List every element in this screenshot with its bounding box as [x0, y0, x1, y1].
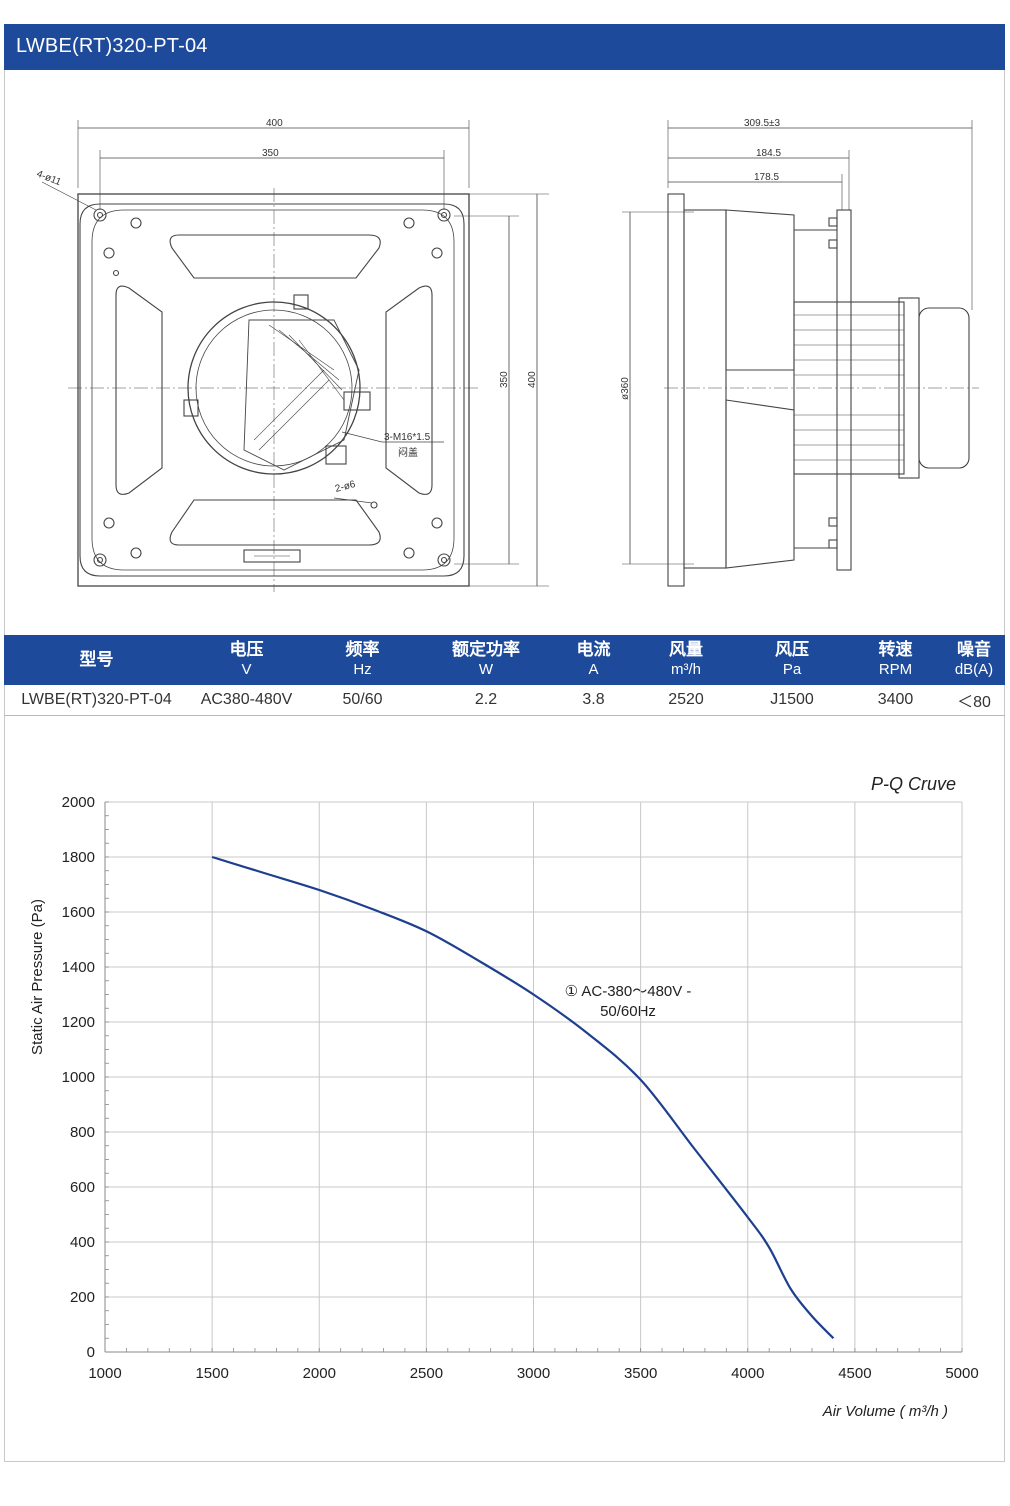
cell-frequency: 50/60: [304, 685, 421, 716]
dim-depth-1: 184.5: [756, 148, 781, 159]
y-tick-label: 600: [70, 1179, 95, 1196]
y-tick-label: 800: [70, 1124, 95, 1141]
y-tick-label: 200: [70, 1289, 95, 1306]
y-tick-label: 1200: [62, 1014, 95, 1031]
y-tick-label: 1800: [62, 849, 95, 866]
x-tick-label: 2500: [410, 1365, 443, 1382]
title-bar: LWBE(RT)320-PT-04: [4, 24, 1005, 70]
small-holes-label: 2-ø6: [334, 479, 357, 495]
cell-noise: ＜80: [943, 685, 1005, 716]
x-tick-label: 5000: [945, 1365, 978, 1382]
dim-outer-width: 400: [266, 118, 283, 129]
chart-title: P-Q Cruve: [871, 774, 956, 794]
pq-curve-line: [211, 855, 835, 1340]
y-tick-label: 2000: [62, 794, 95, 811]
x-axis-label: Air Volume ( m³/h ): [822, 1403, 948, 1420]
series-annotation-line2: 50/60Hz: [600, 1003, 656, 1020]
page-title: LWBE(RT)320-PT-04: [16, 35, 208, 57]
dim-outer-height: 400: [527, 371, 538, 388]
cell-pressure: J1500: [736, 685, 848, 716]
x-tick-label: 3500: [624, 1365, 657, 1382]
cell-model: LWBE(RT)320-PT-04: [4, 685, 189, 716]
y-tick-label: 1600: [62, 904, 95, 921]
y-tick-label: 1000: [62, 1069, 95, 1086]
technical-drawings: 400 350 400 350 4-ø11 3-M16*1.5 闷盖 2-ø6: [35, 118, 979, 592]
cell-voltage: AC380-480V: [189, 685, 304, 716]
chart-series: [211, 855, 835, 1340]
dim-diameter: ø360: [620, 377, 631, 400]
x-tick-label: 3000: [517, 1365, 550, 1382]
cable-gland-label: 3-M16*1.5: [384, 432, 431, 443]
series-annotation-line1: ① AC-380～480V -: [565, 983, 692, 1000]
dim-hole-height: 350: [499, 371, 510, 388]
cell-airflow: 2520: [636, 685, 736, 716]
x-tick-label: 1000: [88, 1365, 121, 1382]
x-tick-label: 1500: [195, 1365, 228, 1382]
side-view-labels: 309.5±3 184.5 178.5 ø360: [620, 118, 781, 400]
y-tick-label: 1400: [62, 959, 95, 976]
y-tick-label: 400: [70, 1234, 95, 1251]
x-tick-label: 4500: [838, 1365, 871, 1382]
pq-chart: P-Q Cruve Static Air Pressure (Pa) Air V…: [29, 774, 979, 1420]
dim-total-depth: 309.5±3: [744, 118, 781, 129]
chart-axes: 1000 1500 2000 2500 3000 3500 4000 4500 5000 0 200…: [62, 794, 979, 1382]
x-tick-label: 4000: [731, 1365, 764, 1382]
dim-hole-width: 350: [262, 148, 279, 159]
col-model: 型号: [4, 635, 189, 685]
y-tick-label: 0: [87, 1344, 95, 1361]
cell-speed: 3400: [848, 685, 943, 716]
chart-grid: [104, 801, 963, 1353]
x-tick-label: 2000: [303, 1365, 336, 1382]
side-view-drawing: [622, 120, 979, 587]
cable-gland-note: 闷盖: [398, 446, 418, 459]
y-axis-label: Static Air Pressure (Pa): [29, 899, 46, 1055]
cell-power: 2.2: [421, 685, 551, 716]
front-view-drawing: [41, 120, 549, 592]
pq-chart-container: P-Q Cruve Static Air Pressure (Pa) Air V…: [4, 740, 1005, 1440]
front-view-labels: 400 350 400 350 4-ø11 3-M16*1.5 闷盖 2-ø6: [35, 118, 538, 495]
cell-current: 3.8: [551, 685, 636, 716]
dim-depth-2: 178.5: [754, 172, 779, 183]
spec-data-row: LWBE(RT)320-PT-04 AC380-480V 50/60 2.2 3…: [4, 685, 1005, 716]
